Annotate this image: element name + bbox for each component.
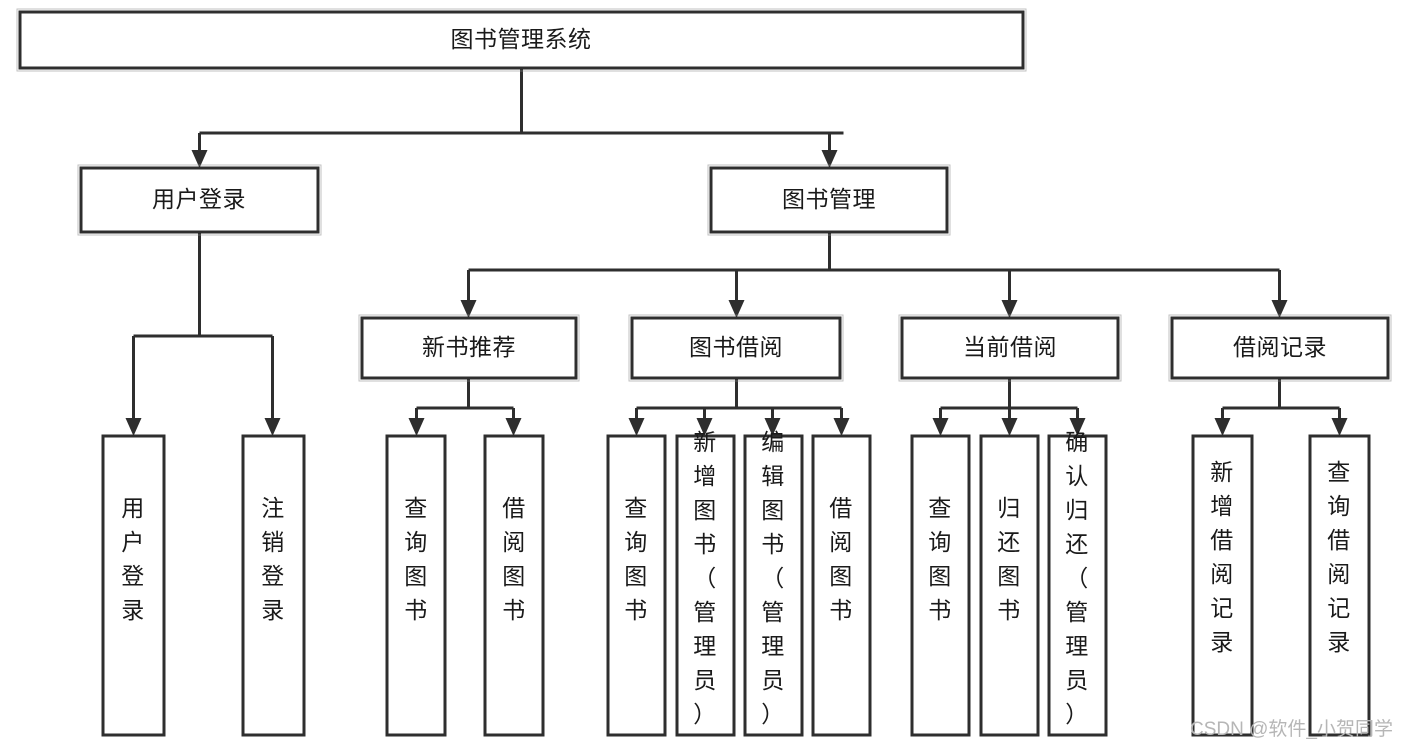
- node-user-login[interactable]: 用户登录: [77, 164, 322, 236]
- leaf-box: [1047, 434, 1108, 737]
- book-borrow-label: 图书借阅: [689, 334, 783, 360]
- leaf-current-borrow-confirm-return-admin[interactable]: 确认归还（管理员）: [1047, 429, 1108, 737]
- leaf-label-vertical: 查询图书: [624, 495, 648, 623]
- arrow-head-bookborrow-leaf-1: [628, 418, 645, 436]
- arrow-head-userlogin-leaf-1: [125, 418, 142, 436]
- leaf-box: [606, 434, 667, 737]
- leaf-label-vertical: 借阅图书: [502, 495, 526, 623]
- book-management-box: [709, 166, 949, 234]
- leaf-book-borrow-add-book-admin[interactable]: 新增图书（管理员）: [675, 429, 736, 737]
- connector-layer: [125, 68, 1348, 436]
- leaf-book-borrow-query-book[interactable]: 查询图书: [606, 434, 667, 737]
- current-borrow-box: [900, 316, 1120, 380]
- arrow-head-to-book-borrow: [728, 300, 745, 318]
- arrow-head-bookborrow-leaf-4: [833, 418, 850, 436]
- arrow-head-bookborrow-leaf-2: [696, 418, 713, 436]
- current-borrow-box-shadow: [898, 314, 1122, 382]
- leaf-book-borrow-borrow-book[interactable]: 借阅图书: [811, 434, 872, 737]
- leaf-label-vertical: 查询借阅记录: [1327, 459, 1351, 655]
- leaf-box: [1191, 434, 1254, 737]
- node-book-borrow[interactable]: 图书借阅: [628, 314, 844, 382]
- leaf-user-login-logout[interactable]: 注销登录: [241, 434, 306, 737]
- book-borrow-box-shadow: [628, 314, 844, 382]
- user-login-label: 用户登录: [152, 186, 246, 212]
- leaf-box: [979, 434, 1040, 737]
- book-management-label: 图书管理: [782, 186, 876, 212]
- leaf-box: [241, 434, 306, 737]
- user-login-box: [79, 166, 320, 234]
- leaf-label-vertical: 用户登录: [121, 495, 145, 623]
- leaf-label-vertical: 新增图书（管理员）: [693, 429, 717, 727]
- leaf-box: [101, 434, 166, 737]
- arrow-head-currentborrow-leaf-1: [932, 418, 949, 436]
- arrow-head-to-current-borrow: [1001, 300, 1018, 318]
- arrow-head-currentborrow-leaf-3: [1069, 418, 1086, 436]
- leaf-borrow-records-query-record[interactable]: 查询借阅记录: [1308, 434, 1371, 737]
- borrow-records-box-shadow: [1168, 314, 1392, 382]
- node-book-management[interactable]: 图书管理: [707, 164, 951, 236]
- leaf-user-login-login[interactable]: 用户登录: [101, 434, 166, 737]
- arrow-head-borrowrecords-leaf-2: [1331, 418, 1348, 436]
- leaf-label-vertical: 确认归还（管理员）: [1065, 429, 1089, 727]
- leaf-new-book-borrow-book[interactable]: 借阅图书: [483, 434, 545, 737]
- arrow-head-to-book-manage: [821, 150, 838, 168]
- leaf-label-vertical: 新增借阅记录: [1210, 459, 1234, 655]
- arrow-head-to-new-book-recommend: [460, 300, 477, 318]
- root-label: 图书管理系统: [451, 26, 592, 52]
- arrow-head-bookborrow-leaf-3: [764, 418, 781, 436]
- new-book-recommend-box-shadow: [358, 314, 580, 382]
- leaf-box: [811, 434, 872, 737]
- root-box: [18, 10, 1025, 70]
- book-management-box-shadow: [707, 164, 951, 236]
- node-root-book-management-system[interactable]: 图书管理系统: [16, 8, 1027, 72]
- node-new-book-recommend[interactable]: 新书推荐: [358, 314, 580, 382]
- root-box-shadow: [16, 8, 1027, 72]
- leaf-box: [675, 434, 736, 737]
- node-current-borrow[interactable]: 当前借阅: [898, 314, 1122, 382]
- leaf-label-vertical: 归还图书: [997, 495, 1021, 623]
- arrow-head-newbook-leaf-1: [408, 418, 425, 436]
- arrow-head-currentborrow-leaf-2: [1001, 418, 1018, 436]
- leaf-label-vertical: 查询图书: [928, 495, 952, 623]
- leaf-label-vertical: 借阅图书: [829, 495, 853, 623]
- node-borrow-records[interactable]: 借阅记录: [1168, 314, 1392, 382]
- leaf-box: [385, 434, 447, 737]
- arrow-head-to-borrow-records: [1271, 300, 1288, 318]
- leaf-label-vertical: 编辑图书（管理员）: [761, 429, 785, 727]
- leaf-box: [483, 434, 545, 737]
- leaf-box: [1308, 434, 1371, 737]
- borrow-records-label: 借阅记录: [1233, 334, 1327, 360]
- arrow-head-userlogin-leaf-2: [264, 418, 281, 436]
- leaf-current-borrow-return-book[interactable]: 归还图书: [979, 434, 1040, 737]
- current-borrow-label: 当前借阅: [963, 334, 1057, 360]
- leaf-new-book-query-book[interactable]: 查询图书: [385, 434, 447, 737]
- arrow-head-newbook-leaf-2: [505, 418, 522, 436]
- book-borrow-box: [630, 316, 842, 380]
- leaf-box: [910, 434, 971, 737]
- borrow-records-box: [1170, 316, 1390, 380]
- leaf-current-borrow-query-book[interactable]: 查询图书: [910, 434, 971, 737]
- leaf-book-borrow-edit-book-admin[interactable]: 编辑图书（管理员）: [743, 429, 804, 737]
- arrow-head-to-user-login: [191, 150, 208, 168]
- new-book-recommend-box: [360, 316, 578, 380]
- arrow-head-borrowrecords-leaf-1: [1214, 418, 1231, 436]
- leaf-label-vertical: 注销登录: [261, 495, 285, 623]
- leaf-box: [743, 434, 804, 737]
- leaf-label-vertical: 查询图书: [404, 495, 428, 623]
- new-book-recommend-label: 新书推荐: [422, 334, 516, 360]
- user-login-box-shadow: [77, 164, 322, 236]
- leaf-borrow-records-add-record[interactable]: 新增借阅记录: [1191, 434, 1254, 737]
